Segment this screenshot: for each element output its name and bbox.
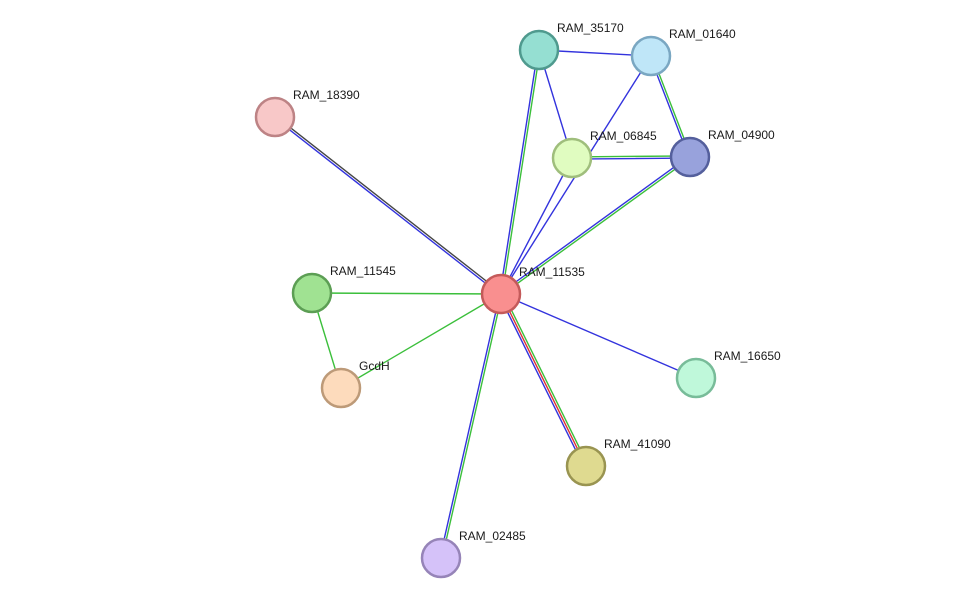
edge-evidence-line [499,155,690,294]
node-label: RAM_02485 [459,529,526,543]
node-RAM_04900[interactable]: RAM_04900 [669,128,775,178]
edge-evidence-line [340,293,502,389]
edge-evidence-line [502,292,589,466]
edge-RAM_18390-RAM_11535 [273,115,503,296]
node-label: GcdH [359,359,390,373]
node-circle[interactable] [254,96,296,138]
node-circle[interactable] [675,357,717,399]
node-RAM_41090[interactable]: RAM_41090 [565,437,671,487]
node-label: RAM_04900 [708,128,775,142]
node-RAM_16650[interactable]: RAM_16650 [675,349,781,399]
node-circle[interactable] [320,367,362,409]
node-circle[interactable] [518,29,560,71]
node-RAM_35170[interactable]: RAM_35170 [518,21,624,71]
edge-evidence-line [498,294,585,468]
node-circle[interactable] [551,137,593,179]
node-RAM_11545[interactable]: RAM_11545 [291,264,396,314]
node-label: RAM_35170 [557,21,624,35]
node-GcdH[interactable]: GcdH [320,359,390,409]
node-label: RAM_16650 [714,349,781,363]
edge-RAM_06845-RAM_11535 [500,157,573,295]
edge-evidence-line [501,157,692,296]
edge-RAM_04900-RAM_11535 [499,155,692,296]
edge-evidence-line [499,49,539,294]
node-label: RAM_11545 [330,264,396,278]
edge-RAM_35170-RAM_11535 [499,49,541,295]
node-RAM_02485[interactable]: RAM_02485 [420,529,526,579]
node-label: RAM_11535 [519,265,585,279]
edge-RAM_11535-RAM_16650 [500,293,697,379]
edge-evidence-line [275,115,503,294]
node-RAM_11535[interactable]: RAM_11535 [480,265,585,315]
edge-RAM_11545-RAM_11535 [311,292,502,295]
edge-evidence-line [441,294,503,559]
node-circle[interactable] [565,445,607,487]
edge-evidence-line [500,293,587,467]
node-circle[interactable] [420,537,462,579]
node-label: RAM_01640 [669,27,736,41]
node-label: RAM_18390 [293,88,360,102]
edge-evidence-line [311,292,502,295]
edge-evidence-line [500,157,573,295]
node-label: RAM_06845 [590,129,657,143]
edge-evidence-line [501,50,541,295]
node-circle[interactable] [480,273,522,315]
node-circle[interactable] [669,136,711,178]
edge-RAM_11535-RAM_41090 [498,292,589,468]
edge-RAM_11535-RAM_02485 [439,293,503,559]
node-RAM_18390[interactable]: RAM_18390 [254,88,360,138]
node-circle[interactable] [630,35,672,77]
node-circle[interactable] [291,272,333,314]
node-RAM_06845[interactable]: RAM_06845 [551,129,657,179]
edge-evidence-line [273,117,501,296]
edge-evidence-line [500,293,697,379]
edge-evidence-line [439,293,501,558]
node-RAM_01640[interactable]: RAM_01640 [630,27,736,77]
node-label: RAM_41090 [604,437,671,451]
edge-GcdH-RAM_11535 [340,293,502,389]
